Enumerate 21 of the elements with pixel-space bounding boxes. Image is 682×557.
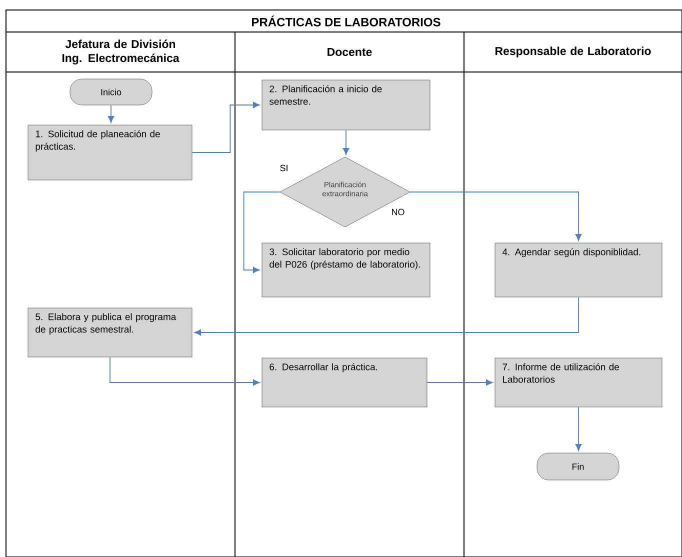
arrow <box>192 102 260 153</box>
process-box: 6. Desarrollar la práctica. <box>262 358 428 408</box>
arrow <box>426 379 493 386</box>
arrow <box>575 406 582 451</box>
edge-label: SI <box>278 164 290 172</box>
arrow <box>243 192 280 274</box>
arrow <box>110 356 260 386</box>
terminal-box: Inicio <box>70 78 152 106</box>
arrow <box>410 192 582 241</box>
process-box: 3. Solicitar laboratorio por medio del P026 (préstamo de laboratorio). <box>262 242 430 298</box>
process-box: 7. Informe de utilización de Laboratorios <box>494 358 662 408</box>
process-box: 4. Agendar según disponiblidad. <box>494 242 662 298</box>
process-box: 5. Elabora y publica el programa de practicas semestral. <box>28 308 192 358</box>
process-box: 2. Planificación a inicio de semestre. <box>262 80 430 130</box>
title-cell: PRÁCTICAS DE LABORATORIOS <box>6 10 682 32</box>
edge-label: NO <box>390 208 406 216</box>
arrow <box>108 104 114 123</box>
arrow <box>194 296 579 336</box>
arrow <box>342 130 350 155</box>
terminal-box: Fin <box>536 452 620 480</box>
process-box: 1. Solicitud de planeación de prácticas. <box>28 124 192 180</box>
